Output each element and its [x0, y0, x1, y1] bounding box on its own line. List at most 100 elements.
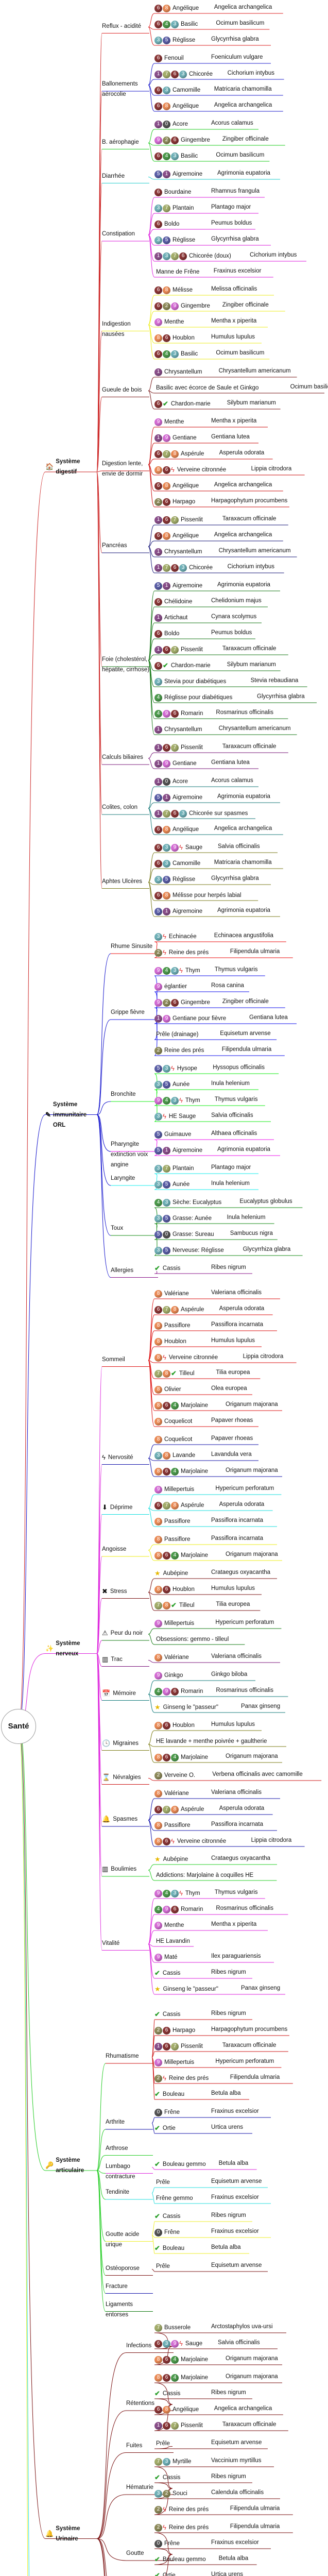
- plant-item[interactable]: 6✔Chardon-marie: [154, 660, 211, 671]
- symptom-node[interactable]: Lumbago contracture: [106, 2161, 154, 2182]
- plant-item[interactable]: ✔Ortie: [154, 2570, 176, 2576]
- plant-item[interactable]: ★Ginseng le "passeur": [154, 1984, 218, 1994]
- plant-item[interactable]: ✔Cassis: [154, 2009, 180, 2020]
- plant-item[interactable]: ★Ginseng le "passeur": [154, 1702, 218, 1713]
- symptom-node[interactable]: Allergies: [111, 1265, 133, 1276]
- symptom-node[interactable]: Grippe fièvre: [111, 1007, 145, 1018]
- symptom-node[interactable]: Rhume Sinusite: [111, 941, 152, 952]
- symptom-node[interactable]: 🔔Spasmes: [102, 1814, 137, 1824]
- plant-item[interactable]: ★Aubépine: [154, 1568, 188, 1579]
- symptom-node[interactable]: Aphtes Ulcères: [102, 876, 142, 887]
- symptom-node[interactable]: Toux: [111, 1223, 123, 1233]
- symptom-node[interactable]: Laryngite: [111, 1173, 135, 1183]
- symptom-node[interactable]: ⚠Peur du noir: [102, 1628, 143, 1638]
- plant-item[interactable]: ✔Bouleau gemmo: [154, 2554, 206, 2565]
- symptom-node[interactable]: Diarrhée: [102, 171, 125, 181]
- plant-item[interactable]: ✔Cassis: [154, 2211, 180, 2222]
- symptom-node[interactable]: Bronchite: [111, 1089, 136, 1099]
- symptom-node[interactable]: ▥Trac: [102, 1654, 123, 1665]
- symptom-node[interactable]: Colites, colon: [102, 802, 137, 812]
- symptom-node[interactable]: Constipation: [102, 229, 135, 239]
- plant-item[interactable]: HE lavande + menthe poivrée + gaultherie: [154, 1736, 267, 1747]
- symptom-node[interactable]: Digestion lente, envie de dormir: [102, 459, 151, 479]
- plant-item[interactable]: Obsessions: gemmo - tilleul: [154, 1634, 229, 1645]
- plant-item[interactable]: Manne de Frêne: [154, 267, 199, 277]
- plant-item[interactable]: ★Aubépine: [154, 1854, 188, 1865]
- system-node[interactable]: 🏠Système digestif: [45, 456, 97, 477]
- symptom-node[interactable]: Arthrite: [106, 2117, 125, 2127]
- symptom-node[interactable]: Tendinite: [106, 2187, 129, 2197]
- plant-item[interactable]: Frêne gemmo: [154, 2193, 193, 2204]
- plant-item[interactable]: ✔Cassis: [154, 1263, 180, 1274]
- plant-item[interactable]: Prêle: [154, 2438, 170, 2449]
- symptom-node[interactable]: Ostéoporose: [106, 2263, 140, 2274]
- plant-item[interactable]: Addictions: Marjolaine à coquilles HE: [154, 1870, 253, 1880]
- system-node[interactable]: ✨Système nerveux: [45, 1638, 97, 1659]
- plant-item[interactable]: Prêle (drainage): [154, 1029, 198, 1040]
- system-node[interactable]: ✎Système immunitaire ORL: [45, 1099, 94, 1130]
- symptom-node[interactable]: Vitalité: [102, 1938, 119, 1948]
